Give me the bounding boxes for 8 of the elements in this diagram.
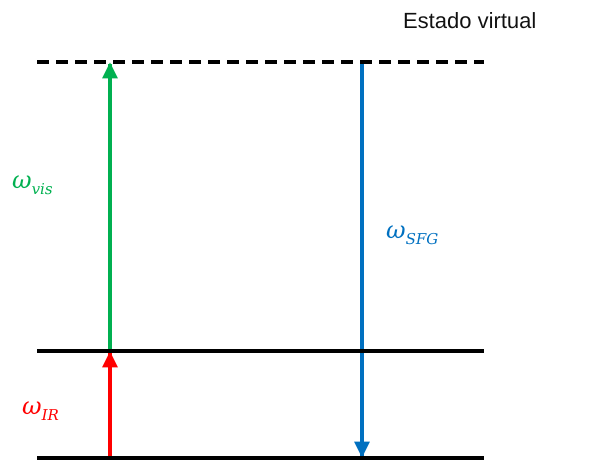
edge-label: ω$_{IR}$ bbox=[22, 392, 59, 424]
arrow bbox=[354, 64, 370, 458]
arrow bbox=[102, 62, 118, 349]
edge-label: ω$_{SFG}$ bbox=[386, 216, 438, 248]
dashed-energy-level bbox=[37, 60, 484, 64]
level-label: Estado virtual bbox=[403, 8, 536, 34]
arrow bbox=[102, 351, 118, 456]
edge-label: ω$_{vis}$ bbox=[12, 166, 53, 198]
